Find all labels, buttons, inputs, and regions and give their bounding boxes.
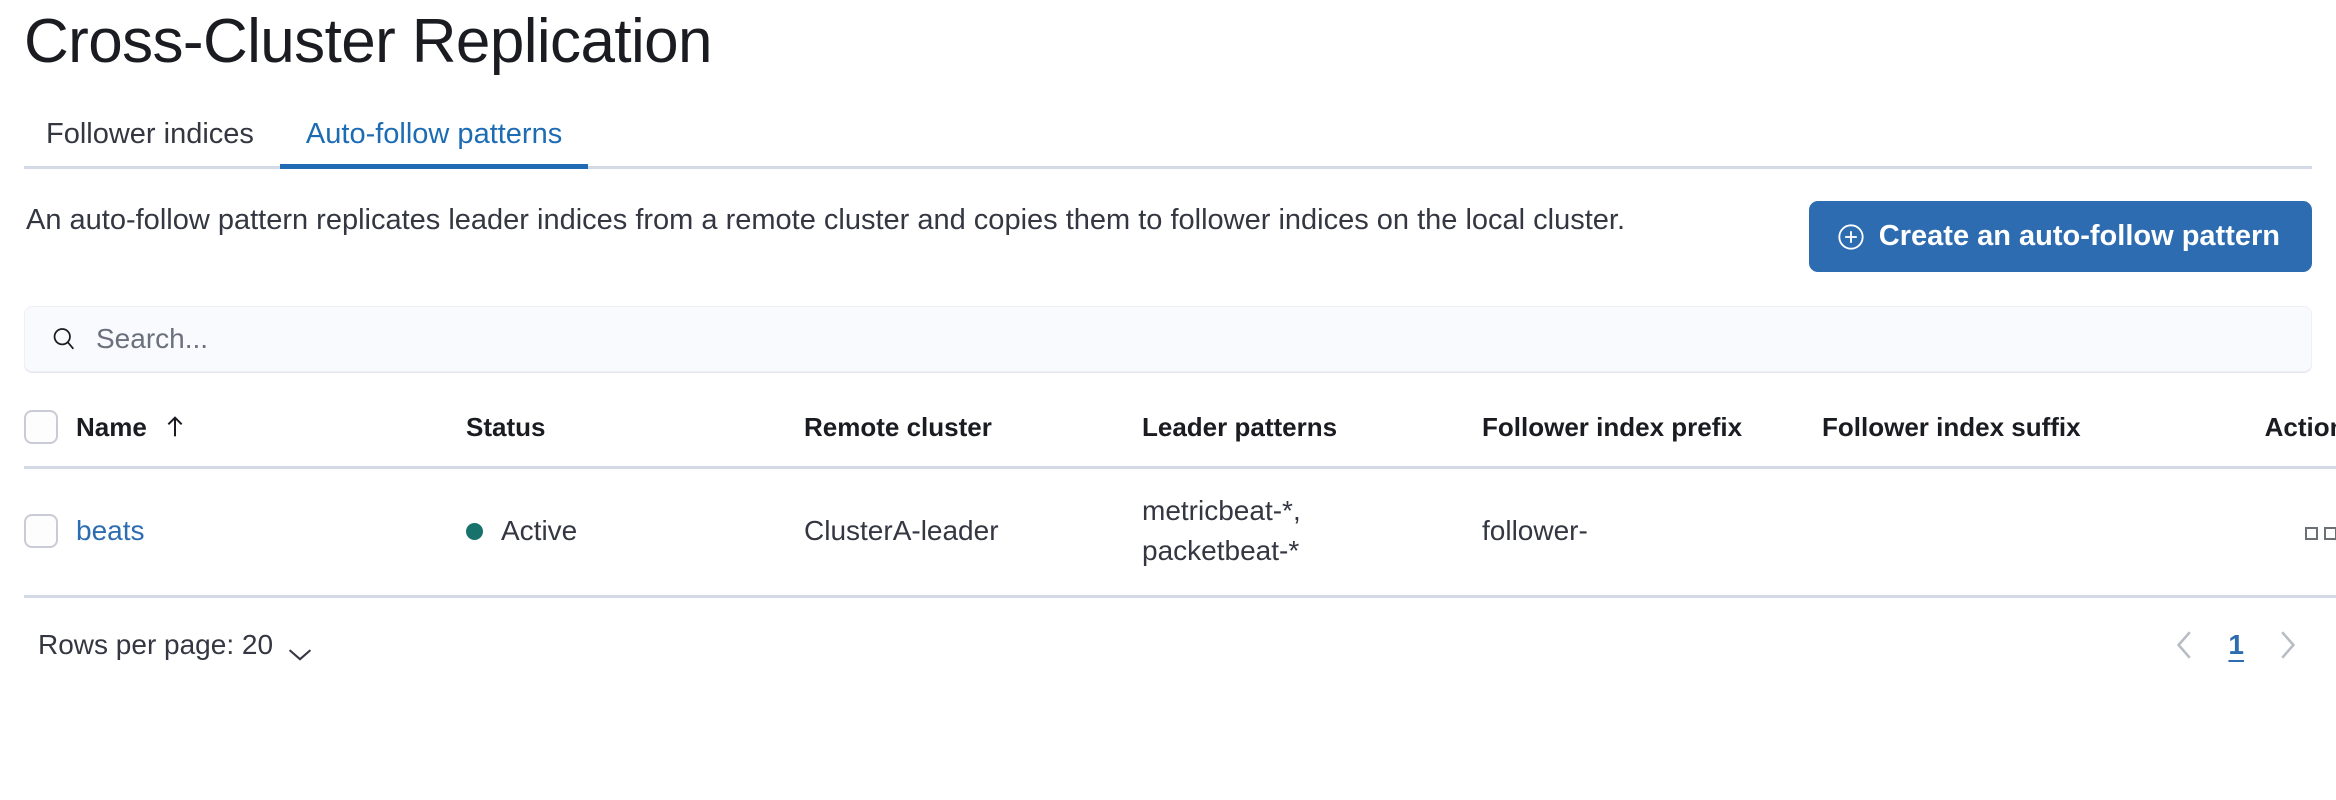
rows-per-page-selector[interactable]: Rows per page: 20 xyxy=(38,629,313,661)
column-header-remote-cluster[interactable]: Remote cluster xyxy=(804,400,1142,470)
column-header-actions: Actions xyxy=(2212,400,2336,470)
cell-remote-cluster: ClusterA-leader xyxy=(804,467,1142,598)
table-footer: Rows per page: 20 1 xyxy=(24,628,2312,662)
column-header-status-label: Status xyxy=(466,411,546,442)
column-header-follower-index-suffix[interactable]: Follower index suffix xyxy=(1822,400,2212,470)
cell-follower-index-prefix: follower- xyxy=(1482,467,1822,598)
arrow-up-icon xyxy=(164,415,186,439)
rows-per-page-label: Rows per page: 20 xyxy=(38,628,274,660)
cell-status: Active xyxy=(466,467,804,598)
tab-auto-follow-patterns-label: Auto-follow patterns xyxy=(305,118,563,151)
column-header-remote-cluster-label: Remote cluster xyxy=(804,411,992,442)
table-row: beats Active ClusterA-leader metricbeat-… xyxy=(24,467,2336,598)
leader-patterns-value: metricbeat-*, packetbeat-* xyxy=(1142,495,1301,567)
column-header-name-label: Name xyxy=(76,411,147,442)
chevron-down-icon xyxy=(287,637,313,661)
select-all-checkbox[interactable] xyxy=(24,410,58,445)
cell-leader-patterns: metricbeat-*, packetbeat-* xyxy=(1142,467,1482,598)
search-input[interactable] xyxy=(96,323,2286,356)
chevron-left-icon[interactable] xyxy=(2172,628,2198,662)
create-auto-follow-pattern-button[interactable]: Create an auto-follow pattern xyxy=(1808,201,2312,273)
pagination: 1 xyxy=(2172,628,2300,662)
create-button-label: Create an auto-follow pattern xyxy=(1878,220,2280,253)
plus-in-circle-icon xyxy=(1837,223,1865,251)
column-header-follower-index-suffix-label: Follower index suffix xyxy=(1822,411,2081,442)
intro-section: An auto-follow pattern replicates leader… xyxy=(24,199,2312,273)
page-title: Cross-Cluster Replication xyxy=(24,7,712,76)
column-header-follower-index-prefix[interactable]: Follower index prefix xyxy=(1482,400,1822,470)
auto-follow-patterns-table: Name Status Remote cluster Leader patt xyxy=(24,400,2336,598)
search-icon xyxy=(50,325,78,353)
search-bar[interactable] xyxy=(24,306,2312,373)
select-all-header xyxy=(24,400,76,470)
cell-actions xyxy=(2212,467,2336,598)
tab-follower-indices-label: Follower indices xyxy=(46,118,254,151)
ellipsis-icon[interactable] xyxy=(2301,523,2336,544)
tab-bar: Follower indices Auto-follow patterns xyxy=(24,107,2312,170)
ellipsis-dot-1 xyxy=(2305,527,2318,541)
table-header-row: Name Status Remote cluster Leader patt xyxy=(24,400,2336,470)
status-dot-icon xyxy=(466,522,483,540)
tab-follower-indices[interactable]: Follower indices xyxy=(24,120,280,166)
ellipsis-dot-2 xyxy=(2324,527,2336,541)
column-header-name[interactable]: Name xyxy=(76,400,466,470)
column-header-leader-patterns-label: Leader patterns xyxy=(1142,411,1338,442)
column-header-leader-patterns[interactable]: Leader patterns xyxy=(1142,400,1482,470)
page-description: An auto-follow pattern replicates leader… xyxy=(26,204,1626,237)
column-header-actions-label: Actions xyxy=(2264,411,2336,442)
pattern-name-link[interactable]: beats xyxy=(76,515,145,547)
tab-auto-follow-patterns[interactable]: Auto-follow patterns xyxy=(279,118,589,170)
status-badge: Active xyxy=(466,515,804,547)
cell-name: beats xyxy=(76,467,466,598)
chevron-right-icon[interactable] xyxy=(2274,628,2300,662)
column-header-status[interactable]: Status xyxy=(466,400,804,470)
page-number-1[interactable]: 1 xyxy=(2220,629,2252,661)
row-select-cell xyxy=(24,467,76,598)
row-select-checkbox[interactable] xyxy=(24,514,58,549)
status-label: Active xyxy=(501,515,578,547)
column-header-follower-index-prefix-label: Follower index prefix xyxy=(1482,411,1743,442)
cell-follower-index-suffix xyxy=(1822,467,2212,598)
